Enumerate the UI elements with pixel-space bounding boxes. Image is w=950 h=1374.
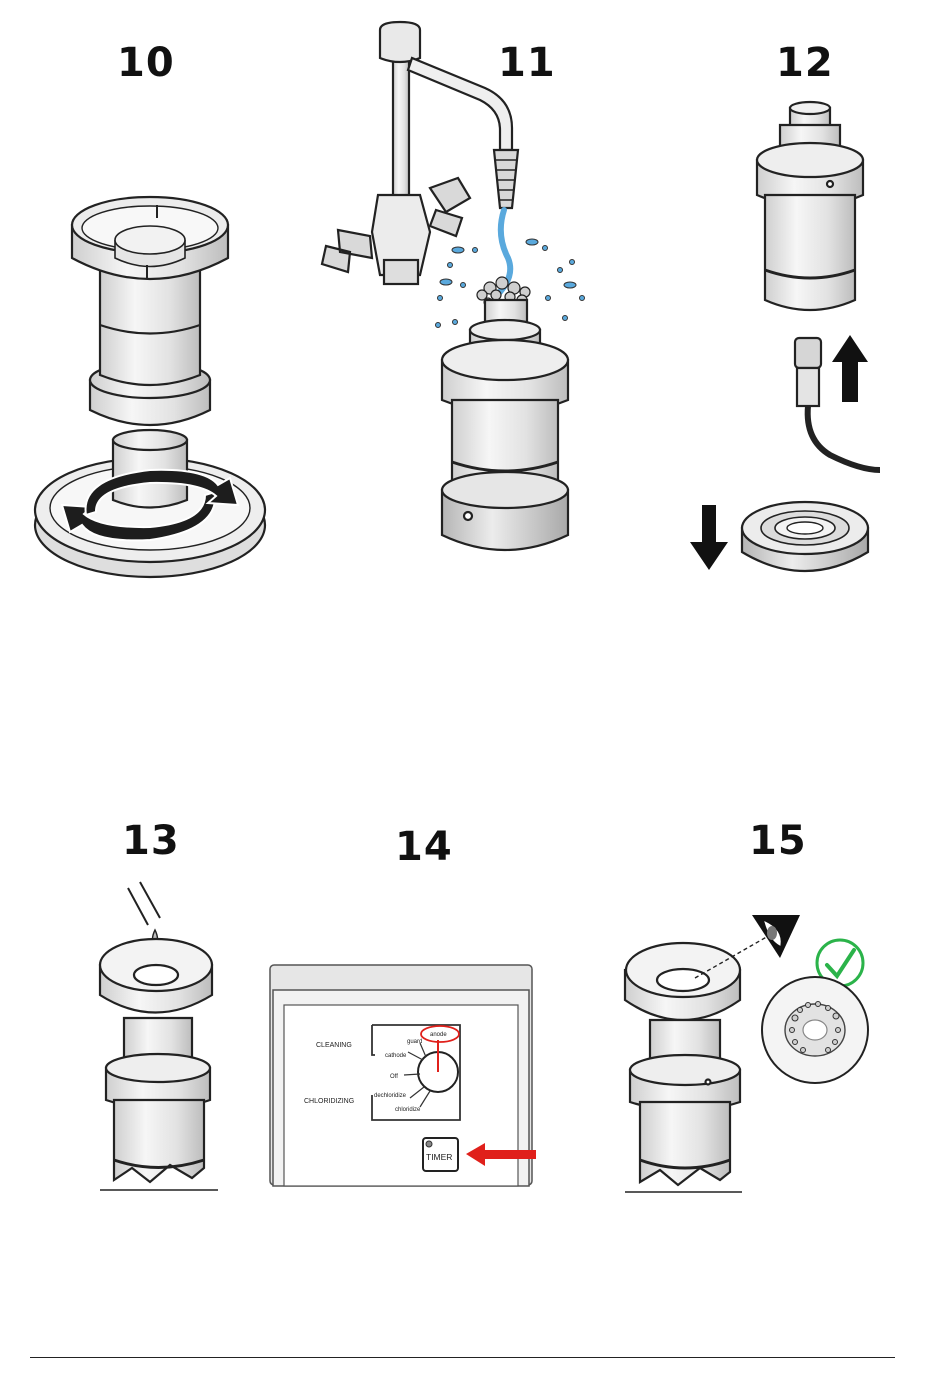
eye-icon — [752, 915, 800, 958]
cleaning-label: CLEANING — [316, 1042, 352, 1049]
step-15-illustration — [625, 915, 868, 1192]
step-14-illustration: CLEANING CHLORIDIZING guard anode cathod… — [270, 965, 536, 1186]
step-11-illustration — [322, 22, 585, 550]
dial-label-guard: guard — [407, 1039, 422, 1045]
dial-label-off: Off — [390, 1074, 398, 1080]
timer-button[interactable]: TIMER — [423, 1138, 458, 1171]
chloridizing-label: CHLORIDIZING — [304, 1098, 354, 1105]
dial-label-chloridize: chloridize — [395, 1107, 421, 1113]
dial-label-anode: anode — [430, 1032, 447, 1038]
down-arrow-icon — [690, 505, 728, 570]
up-arrow-icon — [832, 335, 868, 402]
step-13-illustration — [100, 882, 218, 1190]
dial-label-cathode: cathode — [385, 1053, 407, 1059]
timer-label: TIMER — [426, 1152, 452, 1162]
step-10-illustration — [35, 197, 265, 577]
step-12-illustration — [690, 102, 880, 571]
footer-divider — [30, 1357, 895, 1358]
dial-label-dechloridize: dechloridize — [374, 1093, 407, 1099]
